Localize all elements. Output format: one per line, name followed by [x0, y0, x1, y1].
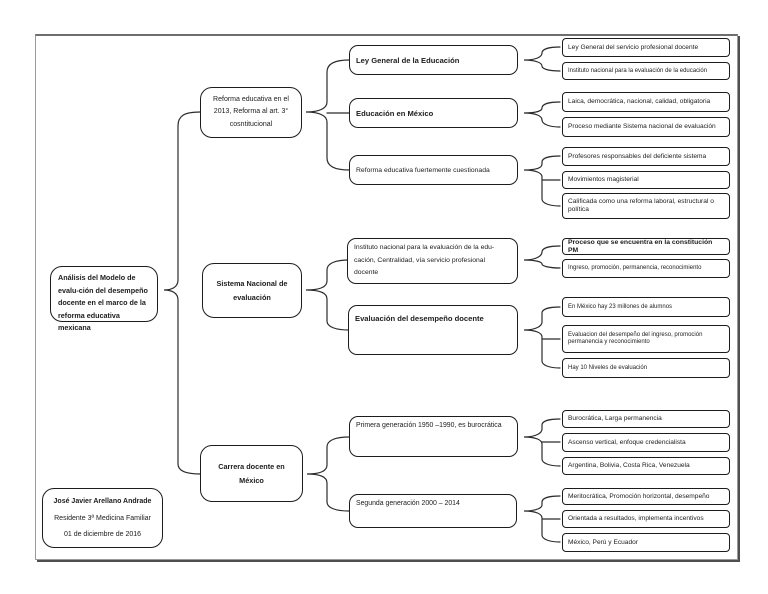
- leaf-orientada-resultados: Orientada a resultados, implementa incen…: [562, 510, 730, 528]
- mid-node-reforma-cuestionada: Reforma educativa fuertemente cuestionad…: [349, 155, 518, 185]
- root-node: Análisis del Modelo de evalu-ción del de…: [50, 266, 158, 332]
- leaf-argentina-bolivia: Argentina, Bolivia, Costa Rica, Venezuel…: [562, 457, 730, 475]
- mid-node-segunda-generacion: Segunda generación 2000 – 2014: [349, 494, 517, 528]
- leaf-ingreso-promocion: Ingreso, promoción, permanencia, reconoc…: [562, 259, 730, 278]
- leaf-ascenso-vertical: Ascenso vertical, enfoque credencialista: [562, 433, 730, 452]
- leaf-profesores-responsables: Profesores responsables del deficiente s…: [562, 147, 730, 166]
- leaf-evaluacion-ingreso-permanencia: Evaluacion del desempeño del ingreso, pr…: [562, 325, 730, 353]
- leaf-meritocratica-horizontal: Meritocrática, Promoción horizontal, des…: [562, 488, 730, 505]
- leaf-laica-democratica: Laica, democrática, nacional, calidad, o…: [562, 92, 730, 112]
- leaf-movimientos-magisterial: Movimientos magisterial: [562, 171, 730, 189]
- leaf-mexico-peru-ecuador: México, Perú y Ecuador: [562, 533, 730, 552]
- author-name: José Javier Arellano Andrade: [53, 498, 152, 506]
- author-date: 01 de diciembre de 2016: [63, 530, 142, 538]
- author-role: Residente 3ª Medicina Familiar: [54, 514, 151, 522]
- branch-node-carrera-docente: Carrera docente en México: [200, 445, 303, 502]
- leaf-burocratica-permanencia: Burocrática, Larga permanencia: [562, 410, 730, 428]
- leaf-instituto-evaluacion: Instituto nacional para la evaluación de…: [562, 62, 730, 80]
- leaf-10-niveles: Hay 10 Niveles de evaluación: [562, 358, 730, 378]
- branch-node-sistema-nacional: Sistema Nacional de evaluación: [202, 263, 302, 318]
- author-box: José Javier Arellano Andrade Residente 3…: [42, 488, 163, 548]
- leaf-ley-servicio-profesional: Ley General del servicio profesional doc…: [562, 38, 730, 57]
- mid-node-ley-general: Ley General de la Educación: [349, 45, 518, 75]
- mid-node-educacion-mexico: Educación en México: [349, 98, 518, 128]
- leaf-proceso-sistema-nacional: Proceso mediante Sistema nacional de eva…: [562, 117, 730, 137]
- mid-node-instituto-nacional: Instituto nacional para la evaluación de…: [347, 238, 518, 284]
- leaf-proceso-constitucion: Proceso que se encuentra en la constituc…: [562, 238, 730, 255]
- mid-node-primera-generacion: Primera generación 1950 –1990, es burocr…: [349, 416, 518, 457]
- mid-node-evaluacion-desempeno: Evaluación del desempeño docente: [348, 305, 518, 355]
- branch-node-reforma-educativa: Reforma educativa en el 2013, Reforma al…: [200, 87, 302, 138]
- leaf-calificada-reforma-laboral: Calificada como una reforma laboral, est…: [562, 193, 730, 219]
- leaf-23-millones-alumnos: En México hay 23 millones de alumnos: [562, 297, 730, 317]
